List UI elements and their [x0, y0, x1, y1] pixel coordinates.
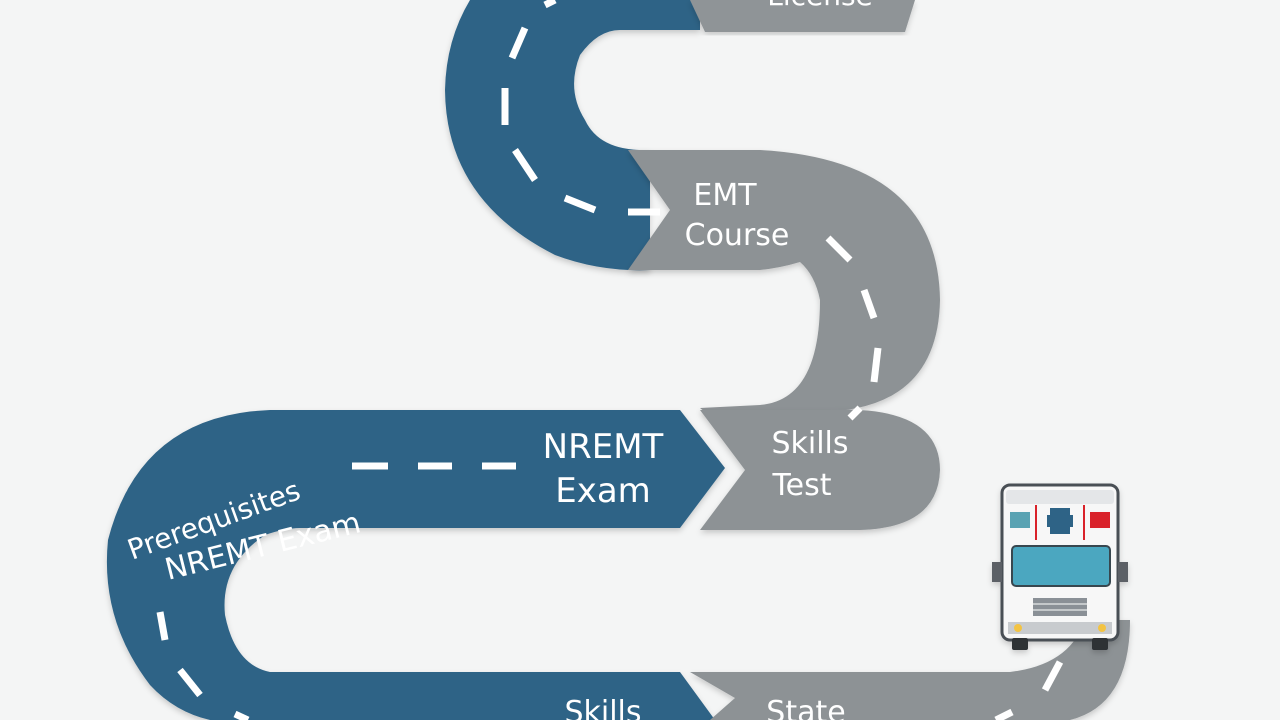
- lane-dash: [860, 288, 878, 320]
- lane-dash: [1041, 660, 1064, 692]
- road-segment-top-curve: [445, 0, 700, 271]
- road-segment-skills-test: [700, 409, 940, 530]
- lane-dashes: [156, 0, 1064, 720]
- license-label: License: [767, 0, 873, 12]
- lane-dash: [847, 405, 863, 421]
- lane-dash: [825, 235, 853, 263]
- lane-dash: [508, 26, 529, 60]
- skills-test-label-line2: Test: [771, 468, 831, 503]
- ambulance-icon: [992, 483, 1128, 650]
- skills-bottom-label: Skills: [564, 695, 641, 720]
- lane-dash: [233, 710, 250, 720]
- road-segment-gray-right: [628, 150, 940, 412]
- road-segment-state: [690, 620, 1130, 720]
- road-segment-nremt-exam: [106, 410, 726, 720]
- lane-dash: [156, 611, 169, 641]
- skills-test-label-line1: Skills: [771, 426, 848, 461]
- lane-dash: [870, 347, 882, 383]
- nremt-exam-label-line1: NREMT: [543, 427, 664, 467]
- lane-dash: [177, 667, 203, 698]
- lane-dash: [512, 148, 538, 182]
- nremt-exam-label-line2: Exam: [555, 471, 651, 511]
- road-segment-license: [690, 0, 915, 32]
- lane-dash: [563, 194, 597, 214]
- lane-dash: [543, 0, 557, 9]
- state-bottom-label: State: [766, 695, 845, 720]
- emt-course-label-line2: Course: [685, 218, 790, 253]
- emt-course-label-line1: EMT: [693, 178, 757, 213]
- lane-dash: [994, 708, 1014, 720]
